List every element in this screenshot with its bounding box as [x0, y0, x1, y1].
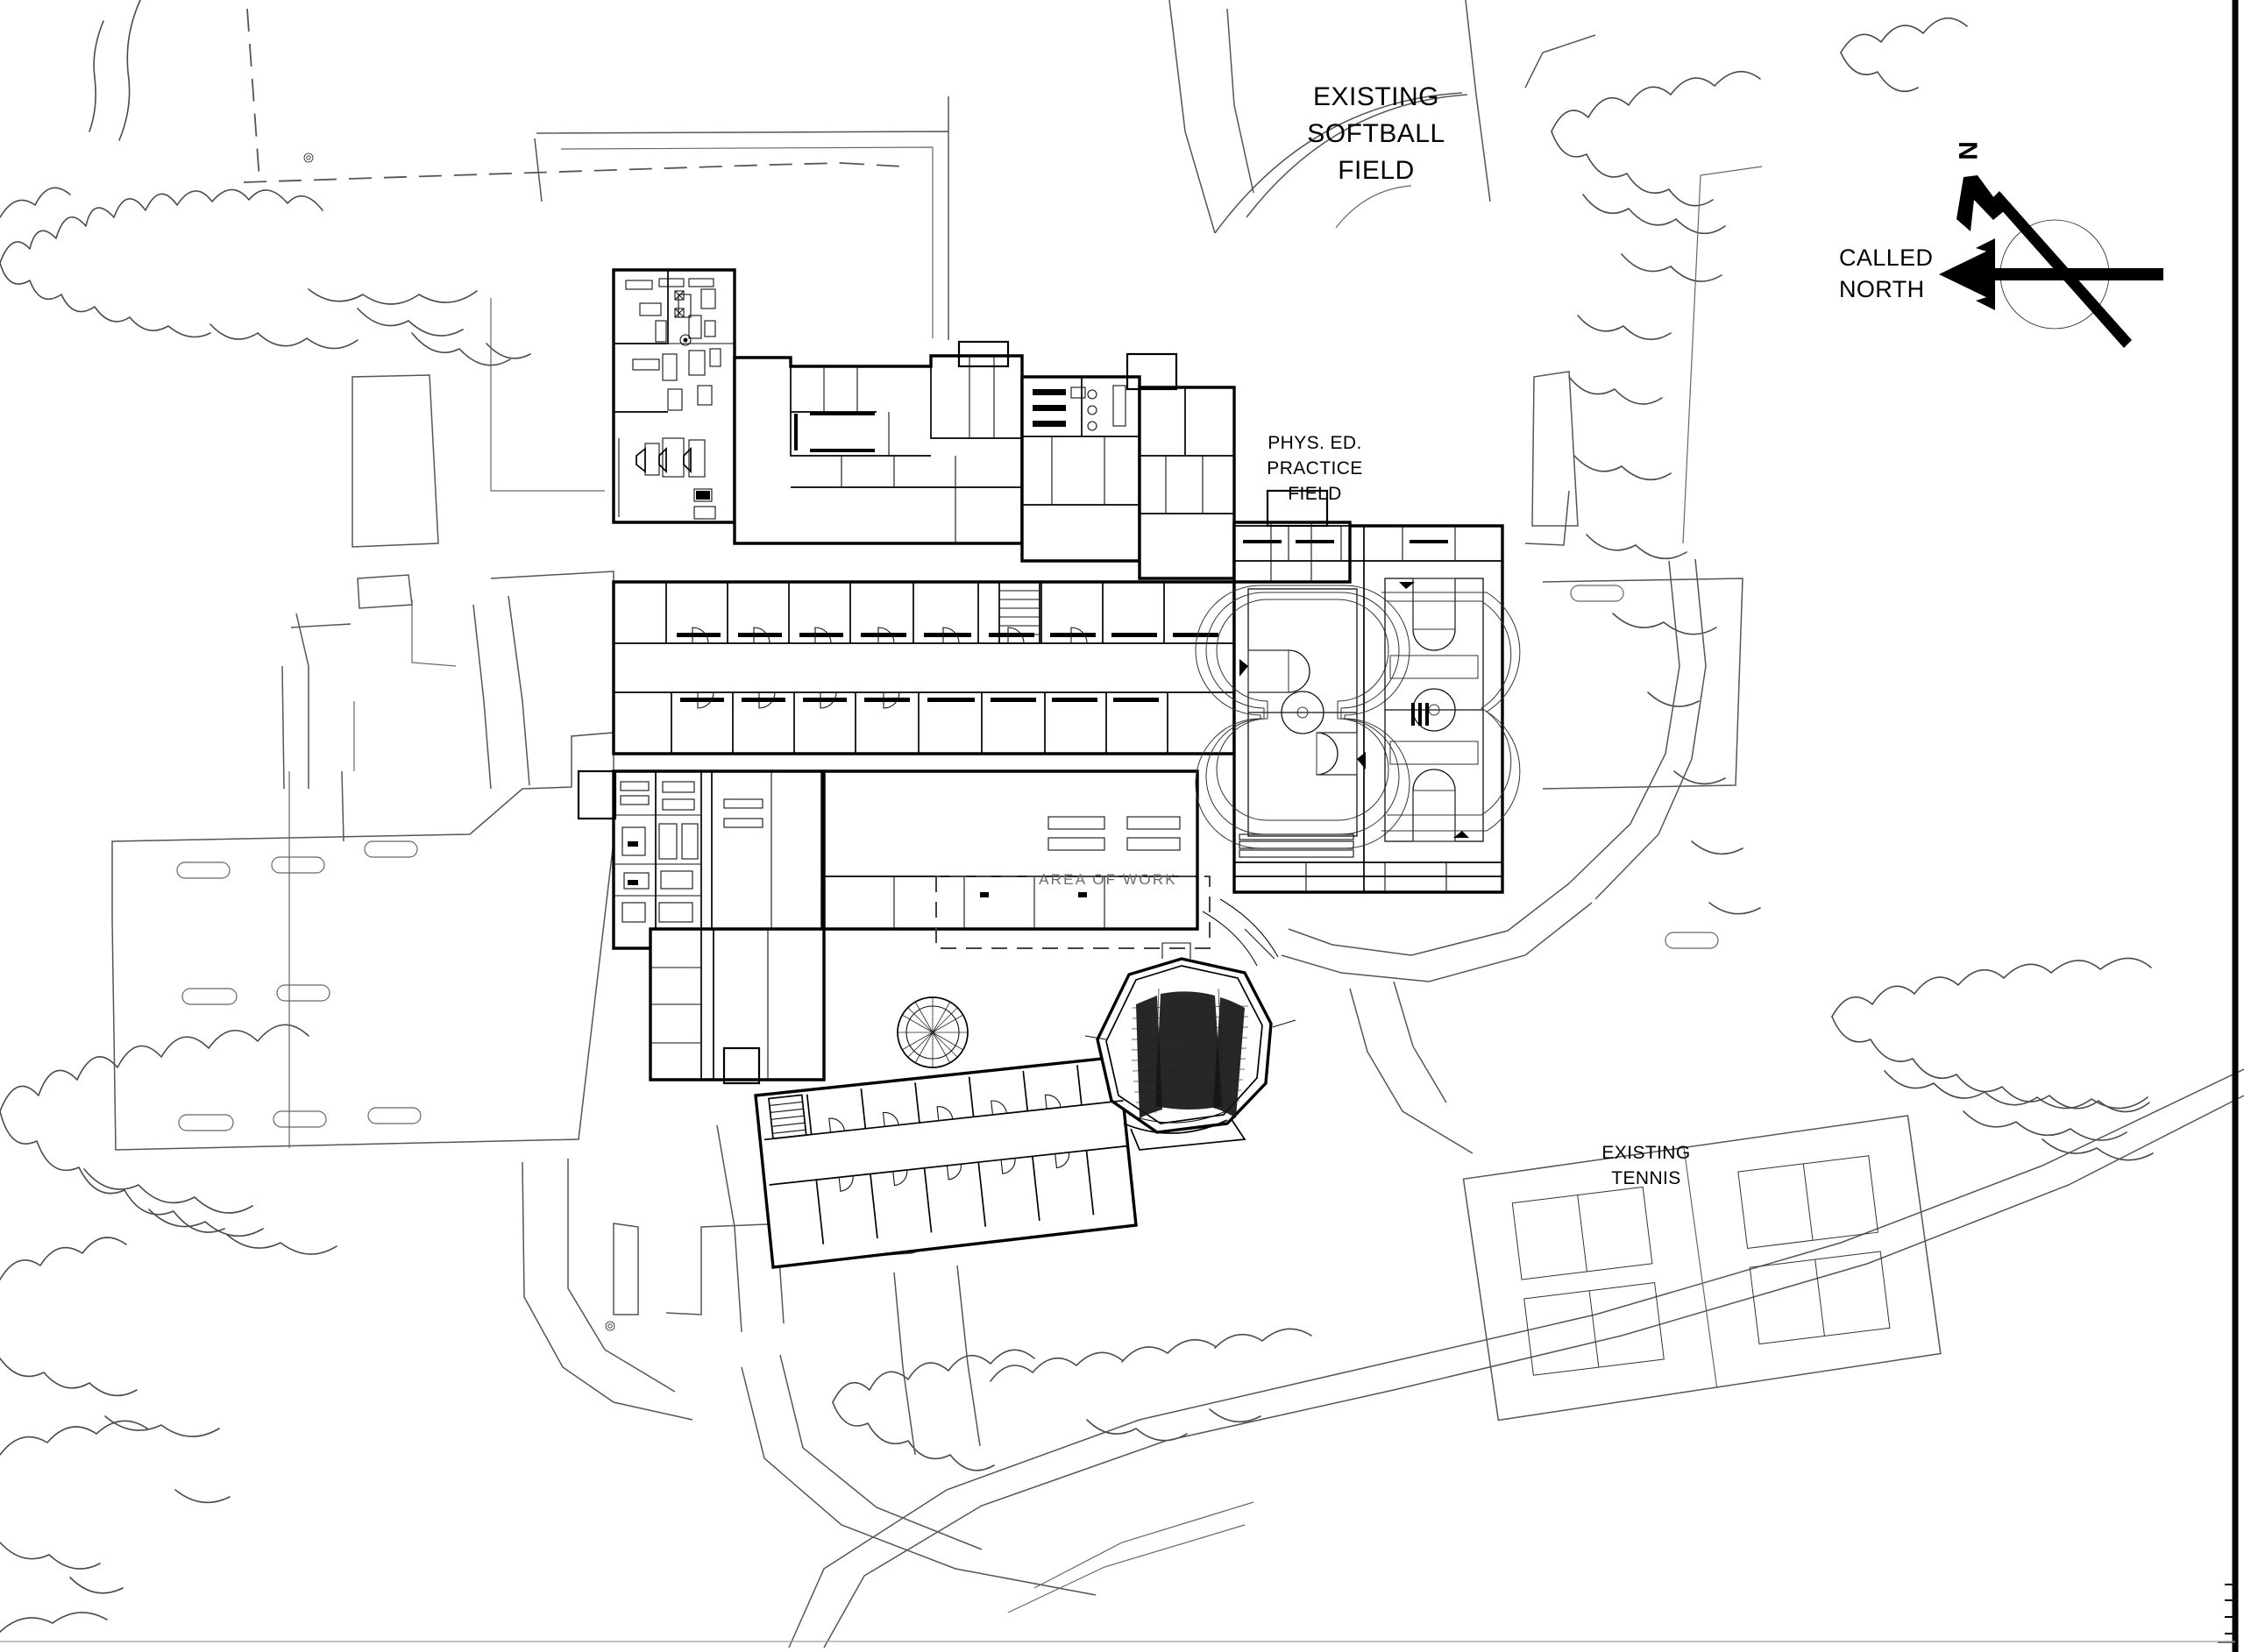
tennis-courts-group: [1462, 1115, 1942, 1422]
property-line-layer: [243, 8, 904, 183]
classroom-wing-south: [763, 1065, 1129, 1244]
tennis-label-line1: EXISTING: [1601, 1143, 1690, 1163]
mechanical-appendages: [577, 340, 1329, 1085]
stair-core: [768, 1094, 807, 1140]
north-arrow-group: N CALLED NORTH: [1839, 141, 2163, 348]
lab-bench-group: [1033, 385, 1126, 431]
tennis-court: [1523, 1282, 1665, 1376]
auditorium-area: [1084, 942, 1296, 1151]
door-symbol-group: [692, 627, 1088, 709]
area-of-work-boundary: [935, 876, 1211, 949]
door-symbol-group: [828, 1094, 1070, 1192]
practice-field-label-line2: PRACTICE: [1267, 458, 1362, 479]
tennis-court: [1511, 1186, 1653, 1280]
floor-plan-interior: [577, 270, 1521, 1244]
called-north-arrow: [1995, 268, 2163, 280]
rotunda-spokes: [898, 997, 968, 1067]
vegetation-layer: [0, 0, 2154, 1633]
site-label-layer: EXISTING SOFTBALL FIELD PHYS. ED. PRACTI…: [1039, 82, 1690, 1188]
parking-island-group: [176, 585, 1719, 1131]
building-footprint: [612, 268, 1504, 1269]
stair-core: [998, 581, 1040, 644]
tennis-label-line2: TENNIS: [1611, 1168, 1680, 1188]
gymnasium-area: [1195, 525, 1521, 892]
gymnasium-auxiliary-court: [1381, 578, 1521, 842]
physed-connector: [1233, 522, 1429, 726]
border-tick-marks: [2225, 1584, 2233, 1634]
softball-label-line3: FIELD: [1338, 156, 1415, 185]
shop-vocational-area: [613, 270, 735, 523]
area-of-work-label: AREA OF WORK: [1039, 871, 1177, 888]
softball-label-line2: SOFTBALL: [1307, 119, 1445, 148]
tennis-court: [1749, 1251, 1891, 1345]
softball-label-line1: EXISTING: [1313, 82, 1439, 111]
called-north-label-line2: NORTH: [1839, 276, 1925, 302]
paving-layer: [111, 0, 2244, 1648]
cafeteria-kitchen-area: [613, 771, 822, 948]
called-north-label-line1: CALLED: [1839, 245, 1933, 271]
administration-area: [790, 356, 1022, 543]
tennis-court: [1737, 1155, 1879, 1249]
north-letter: N: [1953, 141, 1982, 160]
bleacher-bank: [1239, 833, 1354, 858]
science-labs-area: [1022, 377, 1234, 514]
gymnasium-main-court: [1195, 585, 1410, 858]
locker-bank: [794, 412, 875, 452]
entry-canopy: [1202, 898, 1279, 967]
kitchen-equipment: [620, 781, 699, 923]
auditorium-seat-rows: [1131, 988, 1249, 1114]
practice-field-label-line3: FIELD: [1288, 484, 1342, 504]
classroom-wing-north: [614, 581, 1234, 754]
southwest-extension: [650, 929, 969, 1081]
practice-field-label-line1: PHYS. ED.: [1268, 433, 1361, 453]
library-media-center: [823, 771, 1211, 949]
tiered-seating: [1411, 703, 1429, 726]
gym-storage: [1234, 862, 1502, 892]
